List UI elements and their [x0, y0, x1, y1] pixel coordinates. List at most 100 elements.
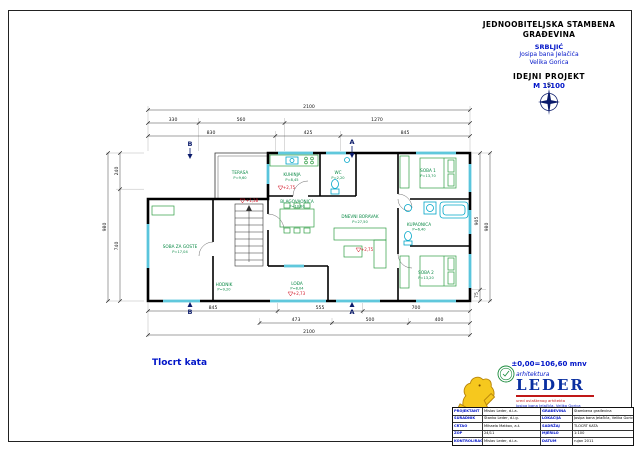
compass-needle-ew — [538, 99, 560, 105]
dim-left-2: 740 — [114, 242, 120, 251]
room-area-wc: P=2,20 — [331, 176, 345, 180]
furniture — [151, 154, 457, 289]
brand-small-text: arhitektura — [516, 371, 550, 378]
dim-bot1-2: 555 — [316, 305, 325, 311]
table-value: 1:100 — [573, 431, 633, 439]
windows — [146, 151, 472, 303]
interior-walls — [212, 153, 470, 301]
room-area-dnevni: P=27,50 — [352, 220, 368, 224]
extension-lines — [106, 106, 492, 337]
elevation-note: ±0,00=106,60 mnv — [511, 360, 587, 368]
stamp-icon — [497, 365, 515, 383]
dim-bot1-3: 700 — [412, 305, 421, 311]
city-name: Velika Gorica — [529, 58, 569, 66]
dim-top3-1: 830 — [207, 130, 216, 136]
title-block: JEDNOOBITELJSKA STAMBENA GRAĐEVINA SRBLJ… — [470, 20, 628, 91]
floor-plan: 2100 330 560 1270 830 425 845 845 555 70… — [102, 104, 492, 338]
table-label: ZOP — [453, 430, 483, 439]
brand-line2: Josipa bana Jelačića, Velika Gorica — [516, 403, 581, 408]
table-value: 24/11 — [483, 430, 541, 439]
table-label: PROJEKTANT — [453, 408, 483, 416]
room-area-terasa: P=9,60 — [233, 176, 247, 180]
dim-left-1: 240 — [114, 167, 120, 176]
table-label: KONTROLIRAO — [453, 438, 483, 445]
room-label-kupaonica: KUPAONICA — [407, 222, 431, 227]
table-value: Mislav Leder, d.i.a. — [483, 438, 541, 445]
level-mark-2: +2,75 — [361, 247, 374, 252]
project-phase: IDEJNI PROJEKT — [512, 71, 586, 81]
room-label-soba1: SOBA 1 — [420, 168, 436, 173]
room-area-kupaonica: P=6,40 — [412, 228, 426, 232]
table-value: Josipa bana Jelačića, Velika Gorica — [573, 416, 633, 424]
room-label-hodnik: HODNIK — [216, 282, 233, 287]
dimension-texts: 2100 330 560 1270 830 425 845 845 555 70… — [102, 104, 490, 335]
dim-right-2: 75 — [474, 292, 480, 298]
dim-bot2-2: 500 — [366, 317, 375, 323]
room-label-gostinjska: SOBA ZA GOSTE — [163, 244, 198, 249]
room-label-terasa: TERASA — [231, 170, 249, 175]
north-compass-icon: S — [538, 82, 560, 115]
terrace-outline — [214, 152, 268, 199]
section-letter-b-bottom: B — [188, 308, 193, 316]
fixtures — [285, 156, 469, 246]
brand-block: arhitektura LEDER ured ovlaštenog arhite… — [516, 371, 632, 408]
dim-left-total: 980 — [102, 223, 108, 232]
dim-top-total: 2100 — [303, 104, 315, 110]
room-area-gostinjska: P=17,04 — [172, 250, 188, 254]
room-area-lodja: P=8,04 — [290, 287, 304, 291]
table-value: Mihaela Matkov, a.t. — [483, 423, 541, 431]
table-label: LOKACIJA — [541, 415, 573, 424]
brand-line1: ured ovlaštenog arhitekta — [516, 398, 566, 403]
table-label: SURADNIK — [453, 415, 483, 424]
room-area-soba1: P=13,70 — [420, 174, 436, 178]
room-label-wc: WC — [334, 170, 341, 175]
room-area-soba2: P=13,20 — [418, 276, 434, 280]
room-label-kuhinja: KUHINJA — [283, 172, 300, 177]
project-type-line1: JEDNOOBITELJSKA STAMBENA — [482, 20, 616, 29]
table-label: CRTAO — [453, 423, 483, 431]
table-value: Stambena građevina — [573, 408, 633, 416]
room-label-lodja: LOĐA — [291, 281, 303, 286]
section-letter-a-top: A — [349, 138, 354, 146]
level-markers: +2,75 +2,75 +2,73 +1,38 — [239, 185, 374, 297]
dim-bottom-total: 2100 — [303, 329, 315, 335]
dimension-ticks — [105, 107, 492, 338]
dim-bot2-1: 473 — [292, 317, 301, 323]
room-labels: TERASA P=9,60 KUHINJA P=8,45 WC P=2,20 B… — [163, 168, 437, 292]
dim-top3-2: 425 — [304, 130, 313, 136]
table-label: MJERILO — [541, 430, 573, 439]
dim-right-1: 905 — [474, 217, 480, 226]
street-address: Josipa bana Jelačića — [519, 50, 579, 58]
table-value: Stanko Leder, d.i.g. — [483, 415, 541, 424]
room-label-blagovaonica: BLAGOVAONICA — [280, 199, 314, 204]
project-type-line2: GRAĐEVINA — [522, 29, 576, 39]
drawing-scale: M 1:100 — [533, 82, 565, 91]
room-label-dnevni: DNEVNI BORAVAK — [341, 214, 378, 219]
dim-top2-2: 560 — [237, 117, 246, 123]
north-letter: S — [547, 82, 551, 89]
table-value: Mislav Leder, d.i.a. — [483, 408, 541, 416]
table-label: GRAĐEVINA — [541, 408, 573, 416]
section-letter-b-top: B — [188, 140, 193, 148]
door-swings — [198, 180, 413, 269]
info-table: PROJEKTANT Mislav Leder, d.i.a. GRAĐEVIN… — [452, 407, 634, 446]
table-label: SADRŽAJ — [541, 423, 573, 431]
room-area-blagovaonica: P=10,80 — [289, 205, 305, 209]
sheet-border — [8, 10, 632, 442]
room-label-soba2: SOBA 2 — [418, 270, 434, 275]
dim-bot1-1: 845 — [209, 305, 218, 311]
dim-bot2-3: 400 — [435, 317, 444, 323]
section-markers: B B A A — [187, 138, 355, 316]
brand-big-text: LEDER — [516, 376, 585, 394]
brand-red-bar — [516, 395, 594, 397]
level-mark-1: +2,75 — [283, 185, 296, 190]
table-value: rujan 2011 — [574, 438, 594, 443]
room-area-hodnik: P=9,20 — [217, 288, 231, 292]
level-mark-4: +1,38 — [246, 198, 259, 203]
client-name: SRBLJIĆ — [534, 42, 564, 51]
table-value: TLOCRT KATA — [573, 423, 633, 431]
dim-top2-3: 1270 — [371, 117, 383, 123]
level-mark-3: +2,73 — [293, 291, 306, 296]
dim-top3-3: 845 — [401, 130, 410, 136]
